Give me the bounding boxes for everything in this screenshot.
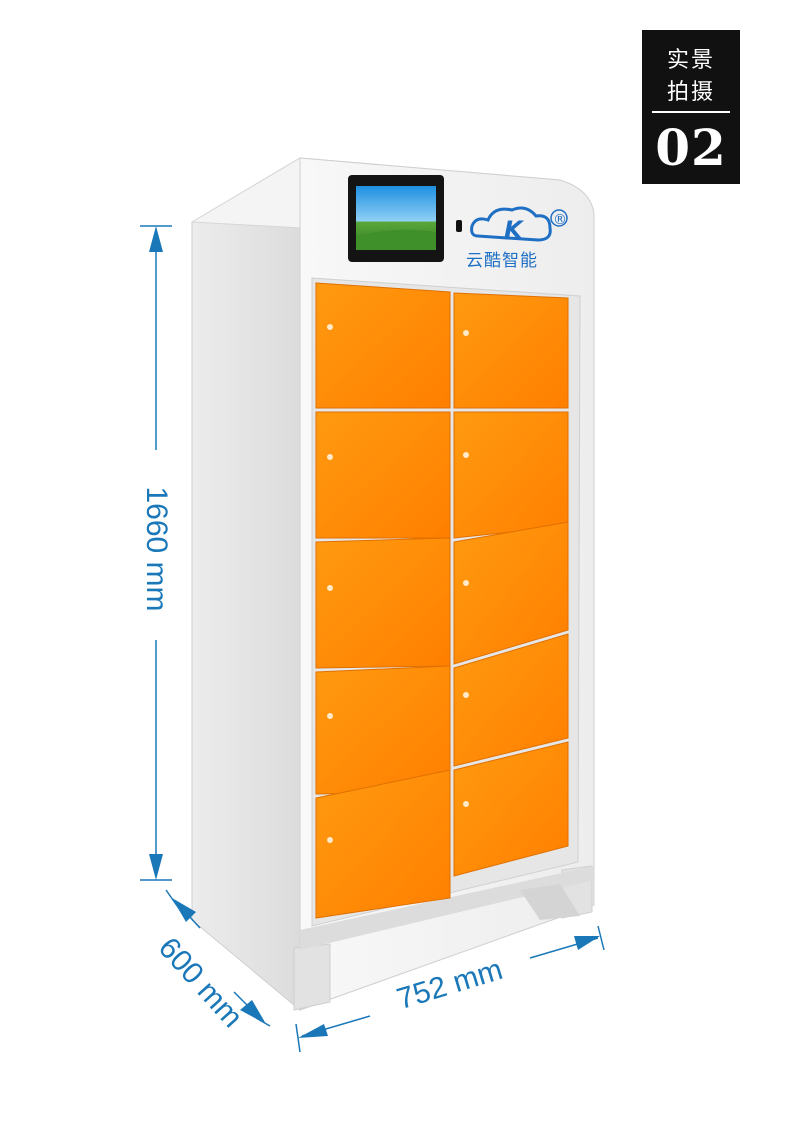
locker-door[interactable] [453,741,569,877]
locker-door[interactable] [315,282,451,409]
lock-icon [327,585,333,591]
lock-icon [463,692,469,698]
brand-logo: K ® [470,206,568,244]
cabinet-base-front [300,866,594,950]
locker-door[interactable] [453,292,569,409]
locker-door[interactable] [453,633,569,767]
depth-dimension-line [165,889,271,1027]
lock-icon [327,713,333,719]
cabinet-side-panel [191,157,301,1012]
sensor-icon [456,220,462,232]
locker-doors [315,282,569,919]
cabinet-base-shadow [520,884,580,920]
badge-line1: 实景 [666,48,715,73]
lock-icon [463,330,469,336]
lock-icon [463,580,469,586]
locker-door[interactable] [315,411,451,539]
lock-icon [463,801,469,807]
width-dimension-line [295,925,605,1053]
locker-door[interactable] [315,537,451,669]
height-label: 1660 mm [140,486,173,612]
badge-divider [652,111,730,113]
locker-door[interactable] [453,411,569,539]
lock-icon [327,454,333,460]
registered-mark: ® [553,212,567,228]
lock-icon [327,324,333,330]
height-dimension-line [140,225,172,881]
badge-line2: 拍摄 [666,80,715,105]
locker-door[interactable] [315,769,451,919]
lock-icon [463,452,469,458]
logo-letter: K [504,216,525,244]
lock-icon [327,837,333,843]
locker-door[interactable] [453,521,569,665]
brand-name: 云酷智能 [466,251,538,271]
badge-number: 02 [655,118,727,177]
cabinet-base-left [293,943,331,1011]
photo-badge: 实景 拍摄 02 [642,30,740,184]
